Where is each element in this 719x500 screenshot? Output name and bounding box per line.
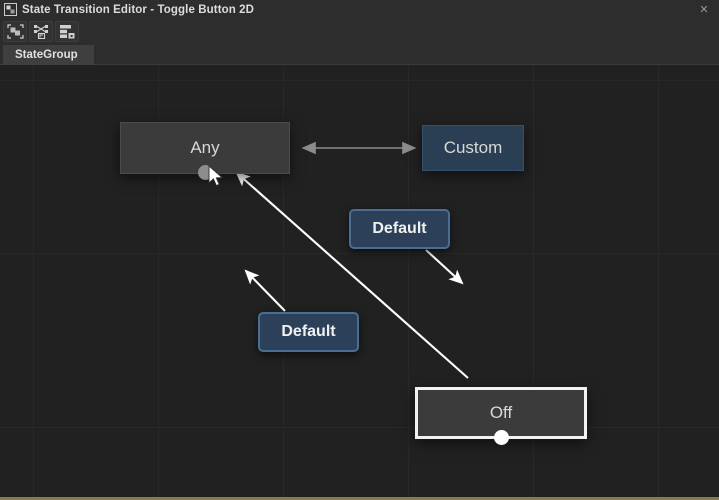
node-custom[interactable]: Custom [422, 125, 524, 171]
add-state-button[interactable] [3, 20, 27, 42]
node-custom-label: Custom [443, 138, 503, 157]
gridline-vertical [33, 65, 34, 497]
node-off[interactable]: Off [415, 387, 587, 445]
add-transition-button[interactable] [29, 20, 53, 42]
node-any-label: Any [190, 138, 220, 157]
gridline-horizontal [0, 80, 719, 81]
toolbar [0, 19, 719, 43]
tab-strip: StateGroup [0, 43, 719, 65]
gridline-vertical [408, 65, 409, 497]
graph-canvas[interactable]: Any Custom Off Default Default [0, 65, 719, 497]
node-any-connector-dot[interactable] [197, 165, 213, 180]
close-icon[interactable]: ✕ [699, 4, 709, 16]
tab-stategroup[interactable]: StateGroup [3, 45, 94, 65]
gridline-horizontal [0, 427, 719, 428]
transition-label-text: Default [372, 220, 427, 237]
title-bar: State Transition Editor - Toggle Button … [0, 0, 719, 19]
state-list-button[interactable] [55, 20, 79, 42]
connections-layer [235, 141, 469, 379]
node-off-label: Off [489, 403, 513, 422]
tab-label: StateGroup [15, 49, 78, 61]
window-title: State Transition Editor - Toggle Button … [22, 3, 255, 16]
gridline-vertical [158, 65, 159, 497]
transition-label-text: Default [281, 323, 336, 340]
gridline-horizontal [0, 253, 719, 254]
node-any[interactable]: Any [120, 122, 290, 180]
transition-label-default-2[interactable]: Default [258, 312, 359, 352]
transition-label-default-1[interactable]: Default [349, 209, 450, 249]
gridline-vertical [658, 65, 659, 497]
connection-default-down-right [425, 249, 464, 285]
gridline-vertical [533, 65, 534, 497]
node-off-connector-dot[interactable] [493, 430, 509, 445]
state-editor-icon [4, 3, 17, 16]
connection-default-up-left [244, 269, 286, 312]
